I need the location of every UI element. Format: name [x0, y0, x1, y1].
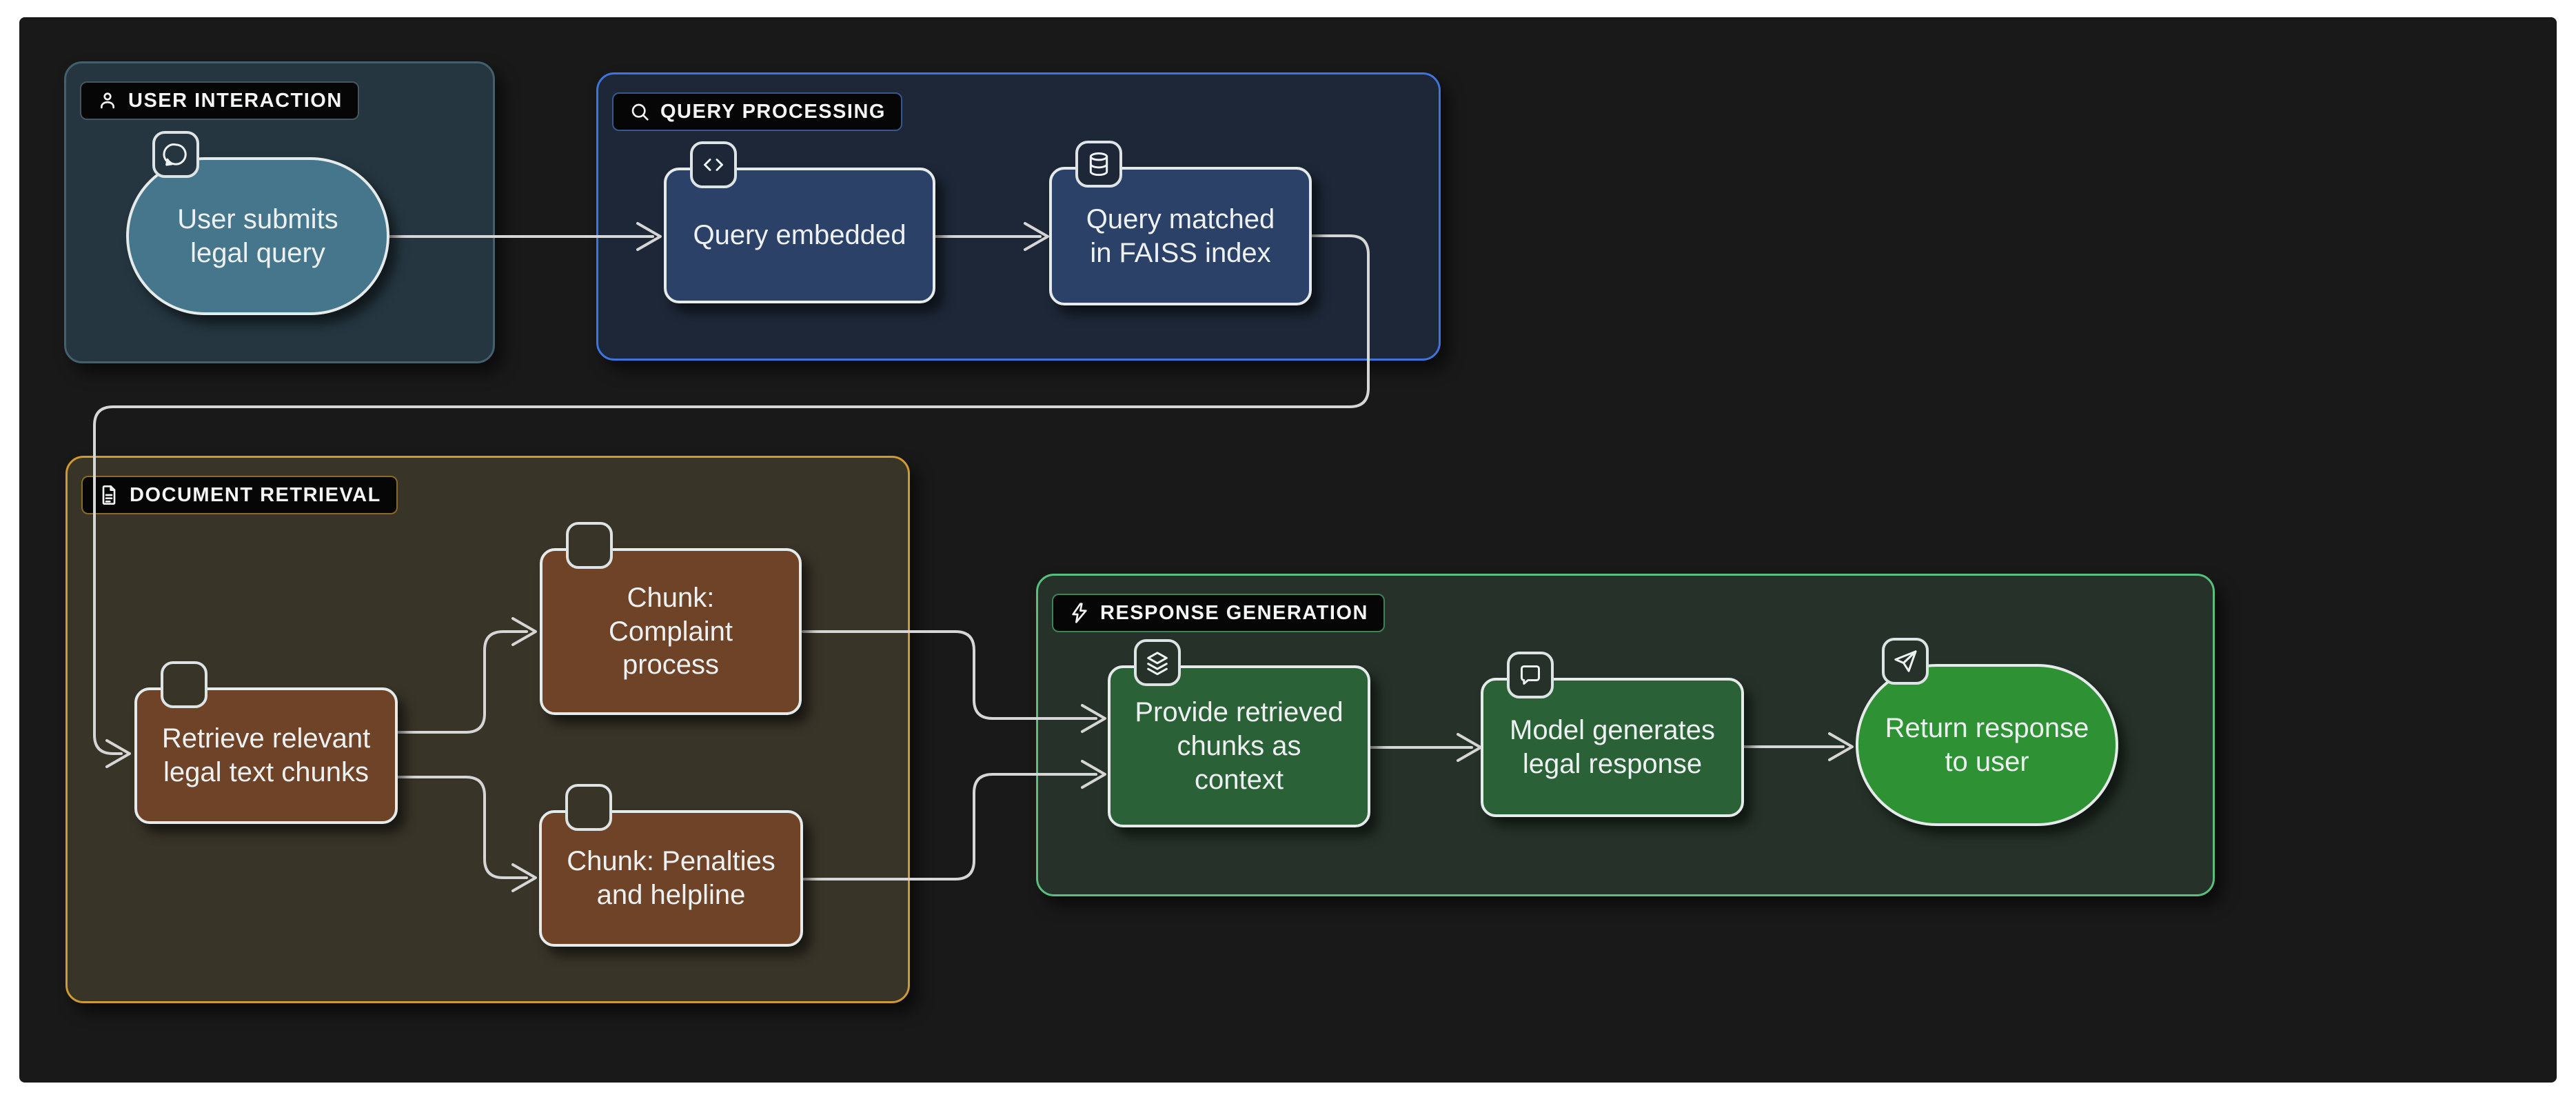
file-text-icon	[161, 661, 207, 708]
arrowhead	[636, 222, 662, 251]
arrowhead	[511, 617, 537, 646]
node-label: User submits legal query	[177, 203, 338, 268]
user-icon	[97, 90, 119, 112]
search-icon	[629, 101, 651, 123]
node-user-submits-legal-query: User submits legal query	[126, 131, 389, 315]
node-model-generates-legal-response: Model generates legal response	[1481, 652, 1744, 817]
node-query-embedded: Query embedded	[664, 141, 935, 303]
group-label: RESPONSE GENERATION	[1100, 601, 1368, 624]
arrowhead	[511, 863, 537, 892]
database-icon	[1075, 141, 1122, 188]
lightning-icon	[1068, 602, 1091, 624]
edge-faiss-to-retrieve	[93, 234, 1370, 755]
node-retrieve-relevant-legal-text-chunks: Retrieve relevant legal text chunks	[134, 661, 398, 824]
edge-chunk1-to-provide	[802, 630, 1097, 720]
group-label: USER INTERACTION	[128, 89, 343, 112]
node-label: Model generates legal response	[1510, 715, 1715, 779]
layers-icon	[1134, 639, 1181, 686]
edge-retrieve-to-chunk1	[396, 630, 528, 734]
group-header-user-interaction: USER INTERACTION	[80, 81, 359, 120]
group-label: QUERY PROCESSING	[660, 100, 886, 123]
node-label: Return response to user	[1885, 712, 2089, 777]
node-label: Provide retrieved chunks as context	[1135, 697, 1343, 795]
node-label: Chunk: Penalties and helpline	[567, 846, 775, 910]
edge-retrieve-to-chunk2	[396, 776, 528, 879]
node-chunk-penalties-and-helpline: Chunk: Penalties and helpline	[539, 784, 803, 947]
node-query-matched-in-faiss-index: Query matched in FAISS index	[1049, 141, 1312, 305]
message-square-icon	[1507, 652, 1554, 698]
file-text-icon	[566, 522, 613, 569]
group-header-response-generation: RESPONSE GENERATION	[1052, 594, 1385, 632]
node-label: Query embedded	[693, 220, 906, 251]
file-text-icon	[565, 784, 612, 831]
arrowhead	[105, 739, 131, 768]
edge-chunk2-to-provide	[802, 773, 1097, 880]
node-return-response-to-user: Return response to user	[1856, 638, 2118, 826]
chat-bubble-icon	[152, 131, 199, 178]
node-chunk-complaint-process: Chunk: Complaint process	[540, 522, 802, 715]
send-icon	[1882, 638, 1929, 685]
arrowhead	[1024, 222, 1049, 251]
node-label: Chunk: Complaint process	[608, 582, 733, 681]
arrowhead	[1081, 760, 1106, 789]
code-icon	[690, 141, 737, 188]
document-icon	[98, 484, 120, 506]
arrowhead	[1828, 732, 1854, 761]
node-label: Retrieve relevant legal text chunks	[161, 723, 371, 787]
group-label: DOCUMENT RETRIEVAL	[130, 483, 381, 506]
node-provide-retrieved-chunks-as-context: Provide retrieved chunks as context	[1108, 639, 1370, 827]
arrowhead	[1081, 704, 1106, 733]
node-label: Query matched in FAISS index	[1086, 203, 1275, 268]
group-header-document-retrieval: DOCUMENT RETRIEVAL	[81, 476, 398, 514]
group-header-query-processing: QUERY PROCESSING	[612, 92, 902, 131]
